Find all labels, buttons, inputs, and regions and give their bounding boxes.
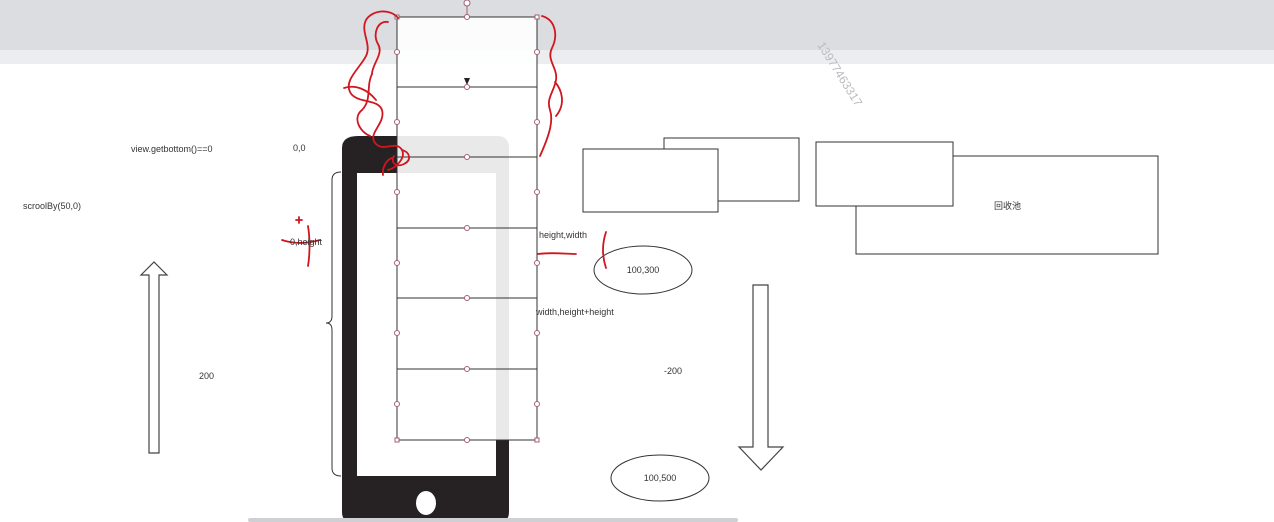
down-arrow-icon <box>737 284 785 471</box>
horizontal-scrollbar[interactable] <box>248 518 738 522</box>
zero-height-label: 0,height <box>290 237 323 247</box>
down-amount-label: -200 <box>664 366 682 376</box>
edge-handle[interactable] <box>394 260 400 266</box>
edge-handle[interactable] <box>534 49 540 55</box>
left-brace-icon <box>325 171 342 477</box>
up-arrow-icon <box>139 261 169 454</box>
resize-handle[interactable] <box>534 14 540 20</box>
edge-handle[interactable] <box>394 330 400 336</box>
ellipse-top-label: 100,300 <box>627 265 660 275</box>
resize-handle[interactable] <box>394 437 400 443</box>
edge-handle[interactable] <box>394 119 400 125</box>
edge-handle[interactable] <box>534 189 540 195</box>
toolbar-divider <box>0 50 1274 64</box>
selection-handles[interactable] <box>394 0 540 443</box>
edge-handle[interactable] <box>534 401 540 407</box>
insertion-caret-icon <box>464 78 470 85</box>
edge-handle[interactable] <box>464 295 470 301</box>
edge-handle[interactable] <box>394 49 400 55</box>
ellipse-bottom[interactable] <box>610 454 710 502</box>
edge-handle[interactable] <box>534 260 540 266</box>
scroll-by-label: scroolBy(50,0) <box>23 201 81 211</box>
view-box-front[interactable] <box>582 148 719 213</box>
watermark-text: 13977463317 <box>814 39 865 109</box>
origin-label: 0,0 <box>293 143 306 153</box>
view-getbottom-label: view.getbottom()==0 <box>131 144 213 154</box>
up-amount-label: 200 <box>199 371 214 381</box>
top-toolbar <box>0 0 1274 50</box>
recycle-pool-label: 回收池 <box>994 200 1021 211</box>
phone-home-button <box>416 491 436 515</box>
edge-handle[interactable] <box>464 437 470 443</box>
height-width-label: height,width <box>539 230 587 240</box>
ellipse-bottom-label: 100,500 <box>644 473 677 483</box>
recycled-view-box[interactable] <box>815 141 954 207</box>
width-height-height-label: width,height+height <box>535 307 614 317</box>
edge-handle[interactable] <box>394 189 400 195</box>
edge-handle[interactable] <box>394 401 400 407</box>
edge-handle[interactable] <box>534 119 540 125</box>
resize-handle[interactable] <box>534 437 540 443</box>
red-annotations <box>281 10 607 269</box>
edge-handle[interactable] <box>464 14 470 20</box>
edge-handle[interactable] <box>464 84 470 90</box>
rotate-handle[interactable] <box>463 0 471 7</box>
edge-handle[interactable] <box>464 154 470 160</box>
edge-handle[interactable] <box>464 366 470 372</box>
edge-handle[interactable] <box>464 225 470 231</box>
ellipse-top[interactable] <box>593 245 693 295</box>
edge-handle[interactable] <box>534 330 540 336</box>
